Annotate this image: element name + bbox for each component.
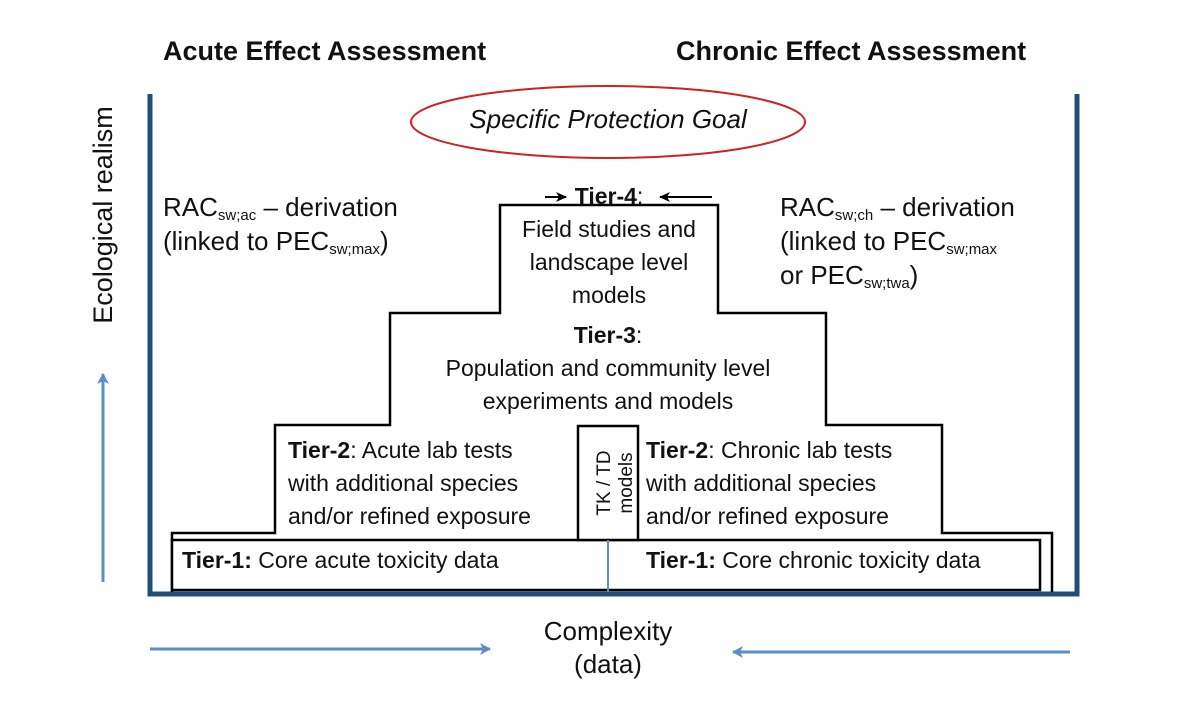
tier1-acute-label: Tier-1: Core acute toxicity data (182, 547, 499, 573)
tier3-label: Tier-3: Population and community level e… (445, 322, 771, 414)
tier4-label: Tier-4: Field studies and landscape leve… (522, 183, 696, 308)
x-axis-label: Complexity(data) (543, 616, 673, 679)
goal-label: Specific Protection Goal (469, 104, 747, 134)
goal-ellipse (410, 85, 806, 159)
tier2-chronic-label: Tier-2: Chronic lab tests with additiona… (646, 437, 893, 529)
tier1-chronic-label: Tier-1: Core chronic toxicity data (646, 547, 981, 573)
y-axis-label: Ecological realism (88, 106, 118, 324)
assessment-frame (147, 94, 1080, 597)
tier2-acute-label: Tier-2: Acute lab tests with additional … (288, 437, 531, 529)
acute-header: Acute Effect Assessment (163, 36, 487, 66)
tktd-box (576, 424, 640, 542)
rac-acute-label: RACsw;ac – derivation (linked to PECsw;m… (163, 192, 398, 258)
rac-chronic-label: RACsw;ch – derivation (linked to PECsw;m… (780, 192, 1015, 292)
chronic-header: Chronic Effect Assessment (676, 36, 1027, 66)
tier-staircase (170, 203, 1054, 592)
tier1-box (170, 538, 1042, 592)
